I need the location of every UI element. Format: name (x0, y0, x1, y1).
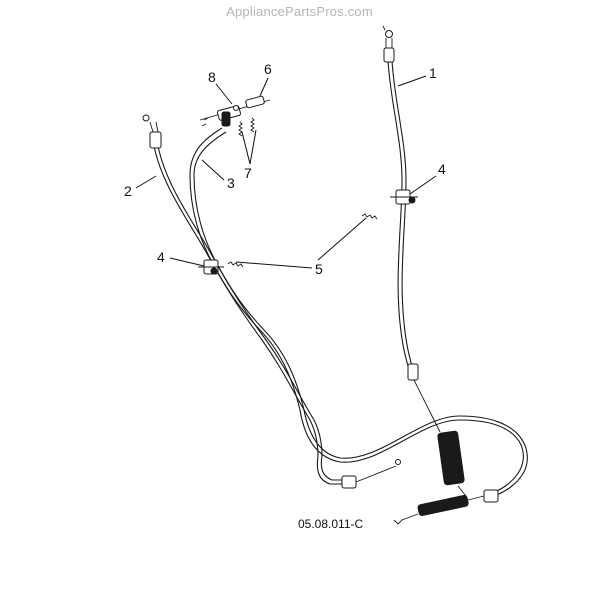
clamp-right (390, 189, 418, 205)
part-8 (233, 105, 239, 111)
callout-8: 8 (208, 69, 216, 85)
bottom-left-fitting (341, 459, 401, 489)
cable-1-top-fitting (383, 47, 395, 63)
cable-bottom-loop (299, 409, 528, 497)
callout-7: 7 (244, 165, 252, 181)
cable-2-top-fitting (149, 131, 162, 149)
bracket-assembly (199, 95, 271, 137)
cable-1-top-eyelet (385, 30, 393, 38)
spring-5-right (361, 213, 378, 220)
callout-3: 3 (227, 175, 235, 191)
cable-2 (142, 114, 305, 411)
cable-1-lower-fitting (407, 363, 419, 381)
spring-vertical (437, 430, 467, 497)
part-6 (245, 95, 265, 109)
clamp-left (198, 259, 224, 275)
leader-lines (135, 75, 437, 269)
cable-3 (189, 127, 323, 457)
callout-5: 5 (315, 261, 323, 277)
cable-1 (382, 25, 441, 433)
diagram-code: 05.08.011-C (298, 517, 363, 531)
bottom-right-spring (393, 489, 499, 525)
callout-4-right: 4 (438, 161, 446, 177)
watermark: AppliancePartsPros.com (226, 4, 373, 19)
callout-4-left: 4 (157, 249, 165, 265)
callout-1: 1 (429, 65, 437, 81)
spring-5-left (227, 261, 244, 268)
callout-2: 2 (124, 183, 132, 199)
callout-6: 6 (264, 61, 272, 77)
